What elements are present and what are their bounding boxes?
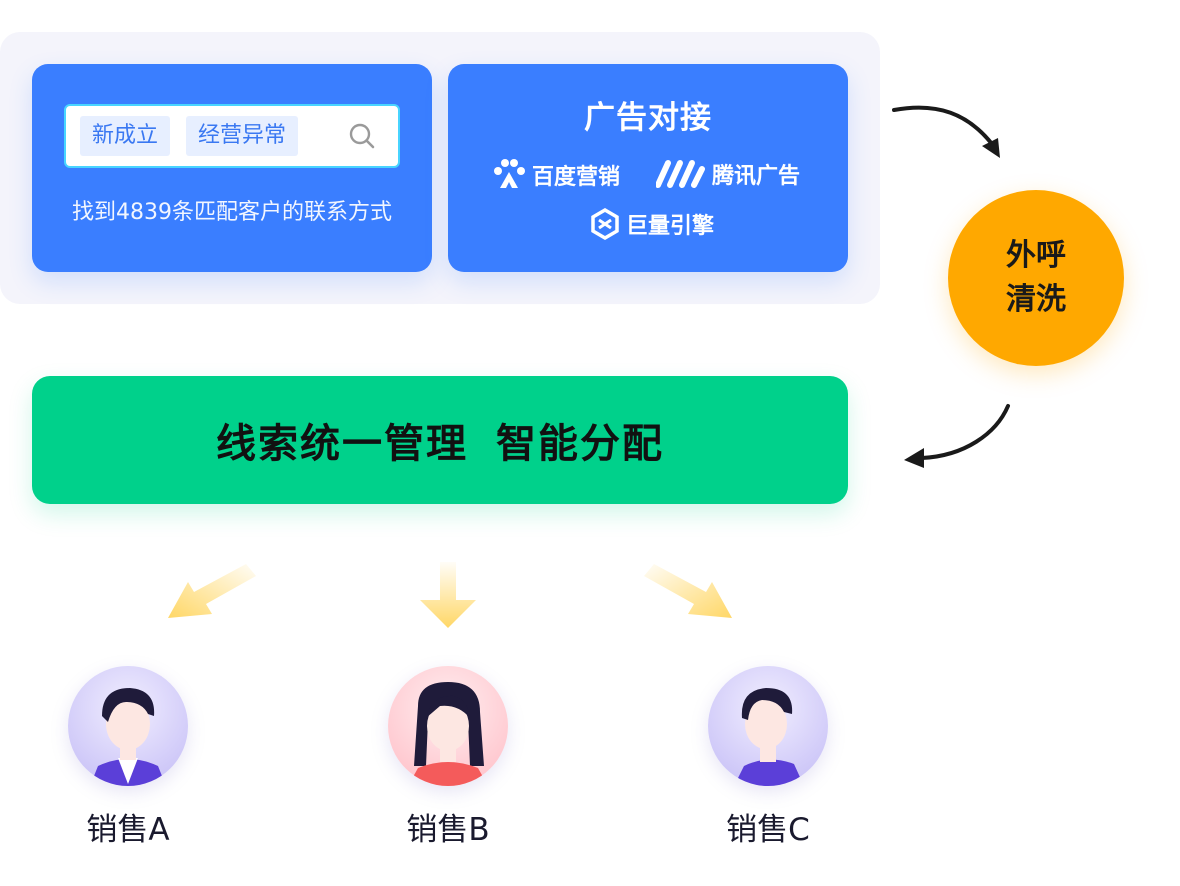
ocean-engine-label: 巨量引擎	[626, 214, 715, 239]
cleanse-line1: 外呼	[1006, 238, 1066, 273]
search-card: 新成立 经营异常 找到4839条匹配客户的联系方式	[32, 64, 432, 272]
arrow-to-sales-a	[168, 564, 256, 618]
lead-management-bar: 线索统一管理 智能分配	[32, 376, 848, 504]
arrow-to-management	[904, 404, 1010, 468]
sales-b-label: 销售B	[406, 812, 490, 848]
search-box[interactable]: 新成立 经营异常	[64, 104, 400, 168]
ad-docking-card: 广告对接 百度营销 腾讯广告 巨量引擎	[448, 64, 848, 272]
smart-allocation-text: 智能分配	[496, 421, 664, 467]
sales-a-avatar	[68, 666, 188, 786]
baidu-marketing-logo: 百度营销	[492, 158, 620, 192]
arrow-to-cleanse	[892, 105, 1000, 158]
ocean-engine-logo: 巨量引擎	[590, 208, 714, 240]
ocean-engine-icon	[591, 208, 619, 240]
baidu-paw-icon	[494, 159, 525, 188]
search-result-caption: 找到4839条匹配客户的联系方式	[72, 200, 392, 225]
saleswoman-avatar-icon	[388, 666, 508, 786]
arrow-to-sales-b	[420, 562, 476, 628]
tencent-ads-logo: 腾讯广告	[656, 158, 800, 190]
sales-a-label: 销售A	[86, 812, 170, 848]
ad-docking-title: 广告对接	[584, 100, 712, 136]
sales-b-avatar	[388, 666, 508, 786]
tag-new-established[interactable]: 新成立	[80, 116, 171, 156]
baidu-marketing-label: 百度营销	[532, 165, 621, 190]
tag-abnormal-operation[interactable]: 经营异常	[186, 116, 299, 156]
outbound-cleanse-step: 外呼 清洗	[948, 190, 1124, 366]
unified-management-text: 线索统一管理	[216, 421, 468, 467]
salesman-avatar-icon	[708, 666, 828, 786]
cleanse-line2: 清洗	[1006, 282, 1066, 317]
arrow-to-sales-c	[644, 564, 732, 618]
salesman-avatar-icon	[68, 666, 188, 786]
tencent-ads-label: 腾讯广告	[712, 164, 801, 189]
sales-c-label: 销售C	[726, 812, 810, 848]
sales-c-avatar	[708, 666, 828, 786]
search-icon[interactable]	[348, 122, 376, 150]
tencent-ads-icon	[656, 160, 705, 188]
